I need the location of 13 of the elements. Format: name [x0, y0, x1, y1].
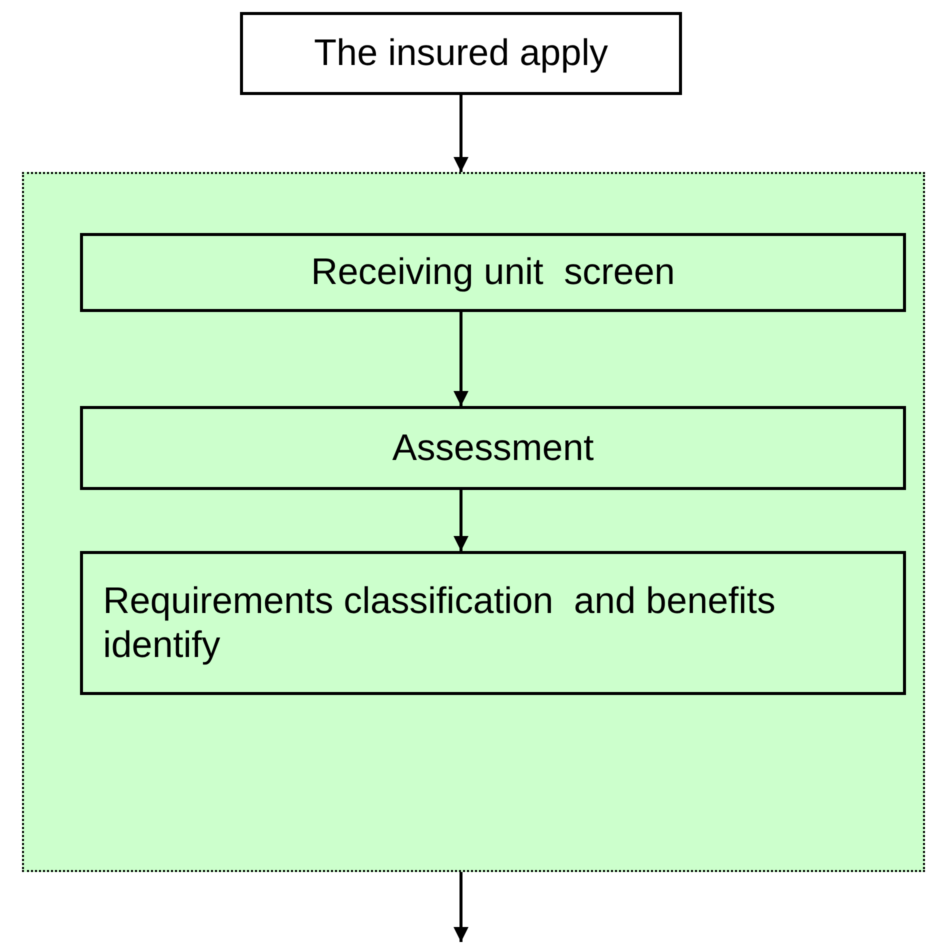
process-box	[240, 12, 682, 95]
arrow	[454, 872, 468, 942]
step-label: Assessment	[392, 426, 594, 470]
arrow	[454, 490, 468, 551]
step-label: The insured apply	[314, 31, 608, 76]
arrow	[454, 95, 468, 172]
arrow	[454, 312, 468, 406]
process-box	[80, 233, 906, 312]
step-label: Receiving unit screen	[310, 250, 676, 294]
process-box	[80, 406, 906, 490]
process-box	[80, 551, 906, 695]
step-label: Requirements classification and benefits identify	[103, 578, 777, 667]
group-region	[22, 172, 925, 872]
